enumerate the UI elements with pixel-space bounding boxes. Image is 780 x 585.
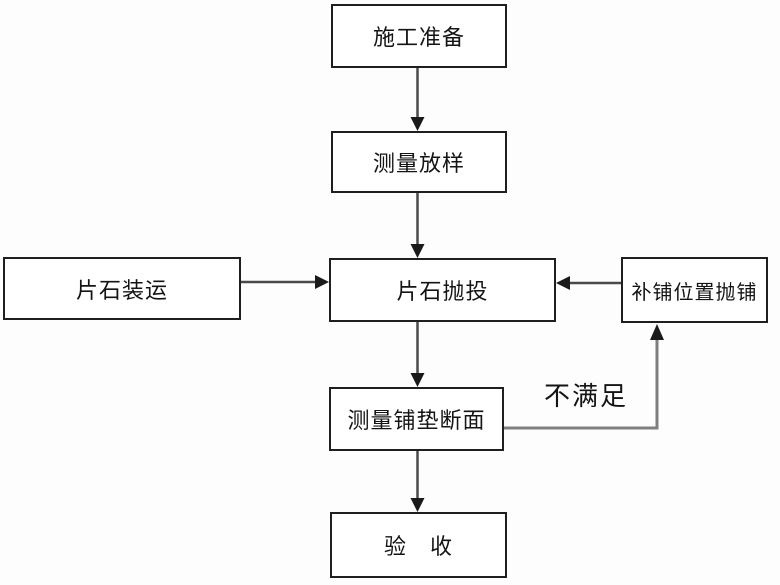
node-survey: 测量放样	[331, 131, 507, 193]
arrow-throwing-to-measure	[410, 322, 425, 387]
arrow-loading-to-throwing	[241, 275, 329, 289]
node-throwing: 片石抛投	[329, 258, 556, 322]
node-prepare: 施工准备	[331, 4, 507, 68]
node-relaying: 补铺位置抛铺	[621, 257, 768, 323]
arrow-relaying-to-throwing	[556, 276, 621, 290]
edge-label-not-satisfied: 不满足	[544, 381, 629, 411]
node-loading: 片石装运	[3, 257, 241, 320]
node-acceptance: 验 收	[330, 512, 507, 578]
arrow-measure-to-acceptance	[410, 451, 425, 512]
arrow-survey-to-throwing	[410, 193, 425, 258]
arrow-prepare-to-survey	[410, 68, 425, 131]
node-measure: 测量铺垫断面	[329, 387, 504, 451]
arrow-feedback-measure-to-relaying	[504, 324, 664, 430]
